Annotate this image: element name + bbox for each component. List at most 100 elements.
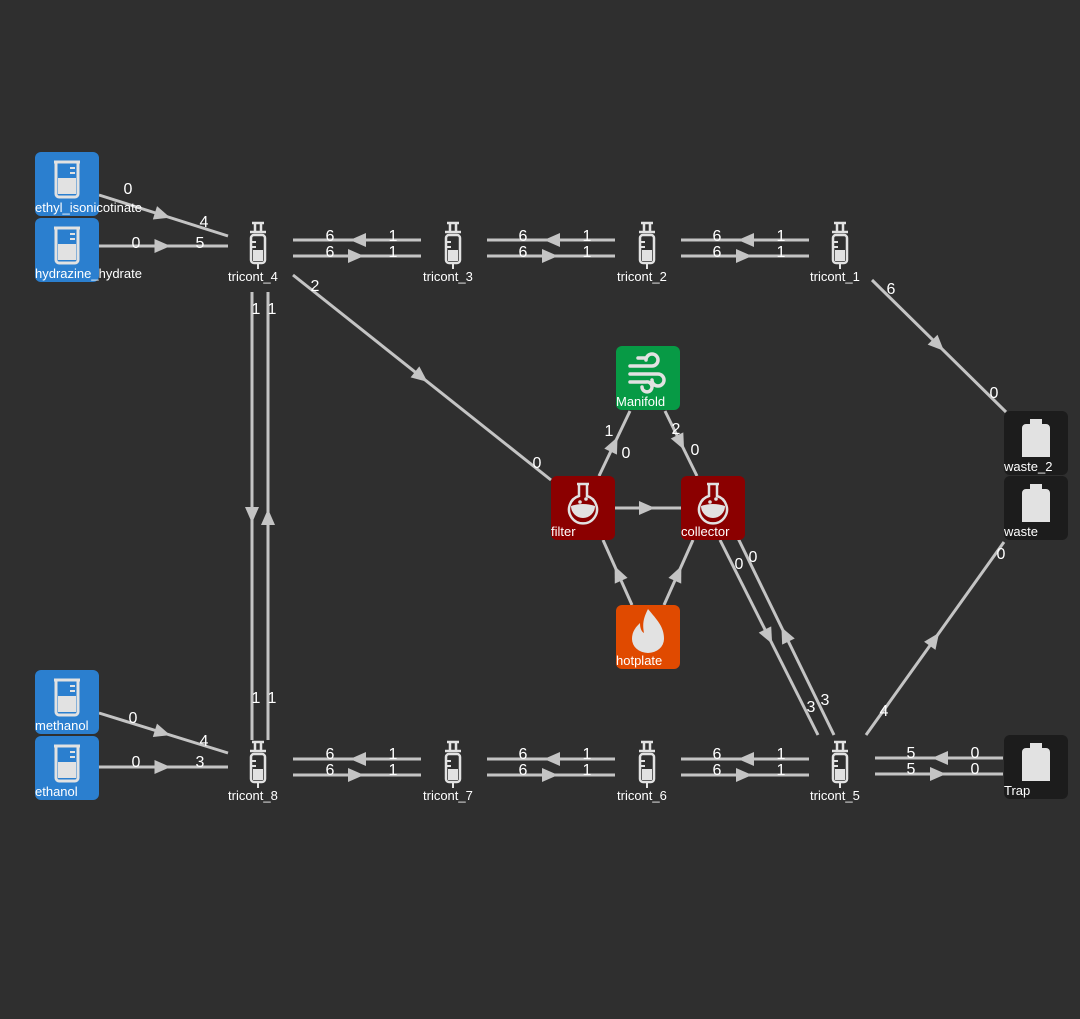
node-Trap[interactable]: Trap	[1004, 735, 1068, 799]
edge-ethyl_isonicotinate-to-tricont_4[interactable]: 04	[98, 181, 229, 238]
edge-source-port: 6	[713, 244, 722, 261]
arrowhead-icon	[542, 768, 558, 782]
edge-tricont_7-to-tricont_8[interactable]: 16	[293, 746, 421, 766]
node-label: ethyl_isonicotinate	[35, 200, 142, 215]
node-tricont_8[interactable]: tricont_8	[228, 740, 278, 803]
node-tricont_7[interactable]: tricont_7	[423, 740, 473, 803]
edge-source-port: 0	[132, 235, 141, 252]
arrowhead-icon	[348, 768, 364, 782]
node-hotplate[interactable]: hotplate	[616, 605, 680, 669]
node-label: filter	[551, 524, 576, 539]
arrowhead-icon	[924, 632, 940, 650]
edge-tricont_5-to-tricont_6[interactable]: 16	[681, 746, 809, 766]
edge-source-port: 1	[777, 228, 786, 245]
edge-Manifold-to-collector[interactable]: 20	[663, 410, 700, 477]
edge-target-port: 6	[713, 746, 722, 763]
node-tricont_6[interactable]: tricont_6	[617, 740, 667, 803]
edge-tricont_3-to-tricont_4[interactable]: 16	[293, 228, 421, 247]
node-waste[interactable]: waste	[1003, 476, 1068, 540]
arrowhead-icon	[781, 627, 795, 645]
edge-target-port: 1	[583, 762, 592, 779]
arrowhead-icon	[544, 233, 560, 247]
edge-target-port: 3	[807, 699, 816, 716]
arrowhead-icon	[604, 437, 618, 455]
edge-hotplate-to-filter[interactable]	[601, 539, 634, 606]
node-Manifold[interactable]: Manifold	[616, 346, 680, 410]
edge-hotplate-to-collector[interactable]	[662, 539, 695, 606]
edge-tricont_1-to-waste_2[interactable]: 60	[870, 278, 1008, 414]
node-collector[interactable]: collector	[681, 476, 745, 540]
edge-target-port: 1	[605, 423, 614, 440]
edge-target-port: 1	[583, 244, 592, 261]
arrowhead-icon	[154, 239, 171, 253]
node-waste_2[interactable]: waste_2	[1003, 411, 1068, 475]
node-filter[interactable]: filter	[551, 476, 615, 540]
edge-source-port: 0	[124, 181, 133, 198]
edge-target-port: 6	[326, 746, 335, 763]
edge-tricont_5-to-waste[interactable]: 40	[864, 541, 1006, 736]
edge-source-port: 2	[311, 278, 320, 295]
arrowhead-icon	[348, 249, 364, 263]
edge-tricont_4-to-tricont_8[interactable]: 11	[245, 292, 261, 740]
edge-source-port: 4	[880, 703, 889, 720]
edge-target-port: 0	[533, 455, 542, 472]
edge-filter-to-Manifold[interactable]: 01	[597, 410, 632, 477]
flame-icon	[632, 609, 664, 653]
arrowhead-icon	[154, 760, 171, 774]
node-box[interactable]	[616, 346, 680, 410]
arrowhead-icon	[758, 626, 773, 644]
edge-target-port: 4	[200, 733, 209, 750]
edge-tricont_4-to-filter[interactable]: 20	[292, 273, 552, 482]
node-hydrazine_hydrate[interactable]: hydrazine_hydrate	[35, 218, 142, 282]
node-label: tricont_7	[423, 788, 473, 803]
edge-Trap-to-tricont_5[interactable]: 05	[875, 745, 1003, 765]
node-tricont_3[interactable]: tricont_3	[423, 221, 473, 284]
arrowhead-icon	[738, 233, 754, 247]
edge-source-port: 1	[777, 746, 786, 763]
edge-target-port: 1	[777, 244, 786, 261]
flask-icon	[697, 482, 729, 525]
node-methanol[interactable]: methanol	[35, 670, 99, 734]
node-label: tricont_6	[617, 788, 667, 803]
node-tricont_1[interactable]: tricont_1	[810, 221, 860, 284]
edge-target-port: 6	[326, 228, 335, 245]
nodes-layer: ethyl_isonicotinate hydrazine_hydratemeth…	[35, 152, 1068, 803]
node-label: waste_2	[1003, 459, 1052, 474]
beaker-icon	[54, 678, 80, 717]
node-ethyl_isonicotinate[interactable]: ethyl_isonicotinate	[35, 152, 142, 216]
arrowhead-icon	[544, 752, 560, 766]
edge-methanol-to-tricont_8[interactable]: 04	[98, 710, 229, 755]
node-label: tricont_8	[228, 788, 278, 803]
syringe-icon	[831, 221, 849, 269]
node-tricont_5[interactable]: tricont_5	[810, 740, 860, 803]
edge-target-port: 1	[389, 762, 398, 779]
edge-target-port: 0	[691, 442, 700, 459]
syringe-icon	[831, 740, 849, 788]
node-tricont_2[interactable]: tricont_2	[617, 221, 667, 284]
edge-tricont_2-to-tricont_3[interactable]: 16	[487, 228, 615, 247]
node-ethanol[interactable]: ethanol	[35, 736, 99, 800]
edge-tricont_5-to-collector[interactable]: 30	[733, 531, 836, 736]
node-label: tricont_5	[810, 788, 860, 803]
beaker-icon	[54, 160, 80, 199]
edge-collector-to-tricont_5[interactable]: 03	[718, 539, 820, 736]
edge-tricont_1-to-tricont_2[interactable]: 16	[681, 228, 809, 247]
node-label: waste	[1003, 524, 1038, 539]
arrowhead-icon	[670, 432, 685, 450]
edge-filter-to-collector[interactable]	[615, 501, 681, 515]
edge-tricont_8-to-tricont_4[interactable]: 11	[261, 292, 277, 740]
syringe-icon	[249, 221, 267, 269]
edge-tricont_6-to-tricont_7[interactable]: 16	[487, 746, 615, 766]
edge-source-port: 0	[132, 754, 141, 771]
node-tricont_4[interactable]: tricont_4	[228, 221, 278, 284]
